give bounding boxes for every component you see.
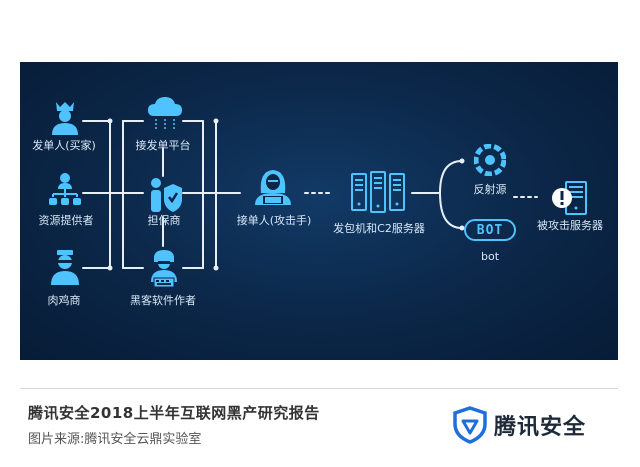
report-title: 腾讯安全2018上半年互联网黑产研究报告 [28,404,320,422]
bot-badge-icon: BOT [464,219,516,241]
server-rack-icon [351,171,405,213]
label-reflector: 反射源 [473,183,507,196]
org-chart-icon [49,173,81,205]
hacker-author-icon [151,250,177,288]
reflector-icon [474,144,506,176]
hooded-attacker-icon [255,170,291,205]
shield-logo-icon [453,406,487,444]
label-bot: bot [480,250,500,263]
label-hacker-software: 黑客软件作者 [130,294,196,307]
brand-name: 腾讯安全 [494,415,587,440]
footer-divider [20,388,618,389]
label-platform: 接发单平台 [135,139,191,152]
label-guarantor: 担保商 [147,214,181,227]
label-provider: 资源提供者 [38,214,94,227]
label-c2: 发包机和C2服务器 [333,222,425,235]
image-source-caption: 图片来源:腾讯安全云鼎实验室 [28,432,202,447]
label-target: 被攻击服务器 [537,219,603,232]
label-publisher: 发单人(买家) [32,139,96,152]
target-server-icon [552,181,587,215]
diagram-panel [20,62,618,360]
merchant-icon [51,250,79,285]
brand-logo: 腾讯安全 [452,405,586,445]
label-broiler: 肉鸡商 [47,294,81,307]
cloud-icon [148,97,182,130]
guarantor-shield-icon [151,178,182,212]
buyer-icon [52,102,78,135]
label-attacker: 接单人(攻击手) [236,214,312,227]
